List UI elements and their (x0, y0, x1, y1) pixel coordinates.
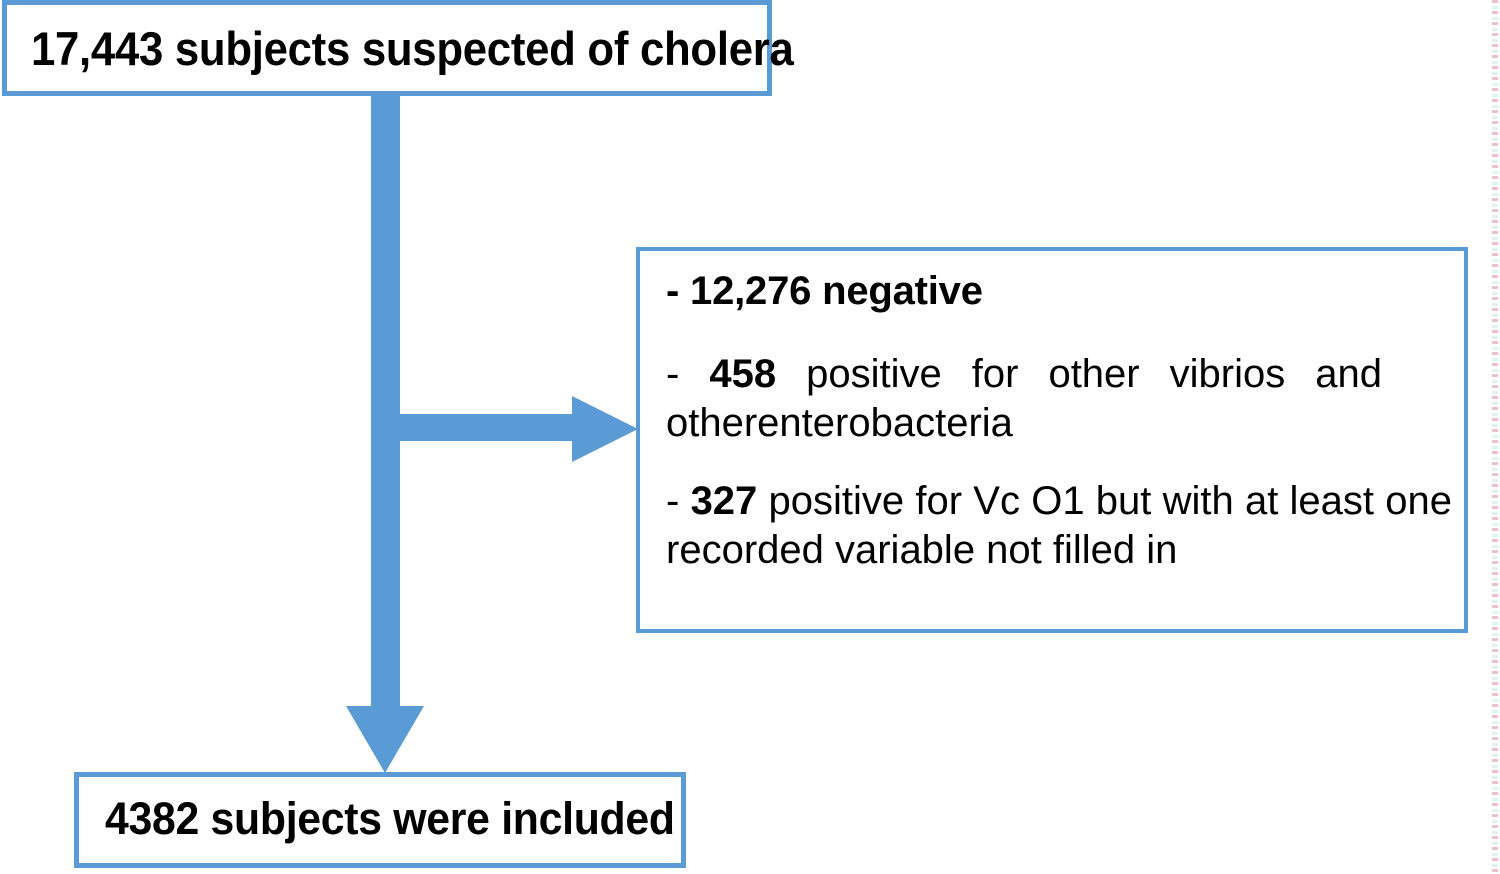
branch-arrow-head-icon (572, 396, 638, 462)
excluded-reason-2-line2: otherenterobacteria (666, 400, 1013, 445)
excluded-reason-3-marker: - (666, 479, 680, 524)
node-included-subjects-label: 4382 subjects were included (105, 793, 675, 844)
excluded-reason-2-marker: - (666, 351, 680, 396)
excluded-reason-1-text: - 12,276 negative (666, 269, 983, 313)
excluded-reason-3-count: 327 (690, 479, 758, 524)
excluded-reason-item: - 458 positive for other vibrios and oth… (666, 350, 1456, 448)
page-edge-artifact (1492, 0, 1498, 874)
excluded-reason-item: - 327 positive for Vc O1 but with at lea… (666, 477, 1456, 575)
excluded-reason-2-count: 458 (709, 351, 777, 396)
node-excluded-subjects: - 12,276 negative - 458 positive for oth… (636, 247, 1468, 633)
node-included-subjects: 4382 subjects were included (74, 772, 686, 868)
excluded-reason-2-line1: positive for other vibrios and (806, 351, 1382, 396)
node-suspected-subjects-label: 17,443 subjects suspected of cholera (31, 22, 794, 75)
trunk-arrow-shaft (371, 95, 400, 708)
excluded-reason-item: - 12,276 negative (666, 267, 1456, 316)
branch-arrow-shaft (394, 414, 580, 441)
node-suspected-subjects: 17,443 subjects suspected of cholera (2, 0, 794, 96)
excluded-reasons-list: - 12,276 negative - 458 positive for oth… (666, 263, 1456, 575)
trunk-arrow-head-icon (346, 706, 424, 773)
excluded-reason-3-line1: positive for Vc O1 but with at least one (768, 479, 1452, 524)
excluded-reason-3-line2: recorded variable not filled in (666, 528, 1178, 573)
